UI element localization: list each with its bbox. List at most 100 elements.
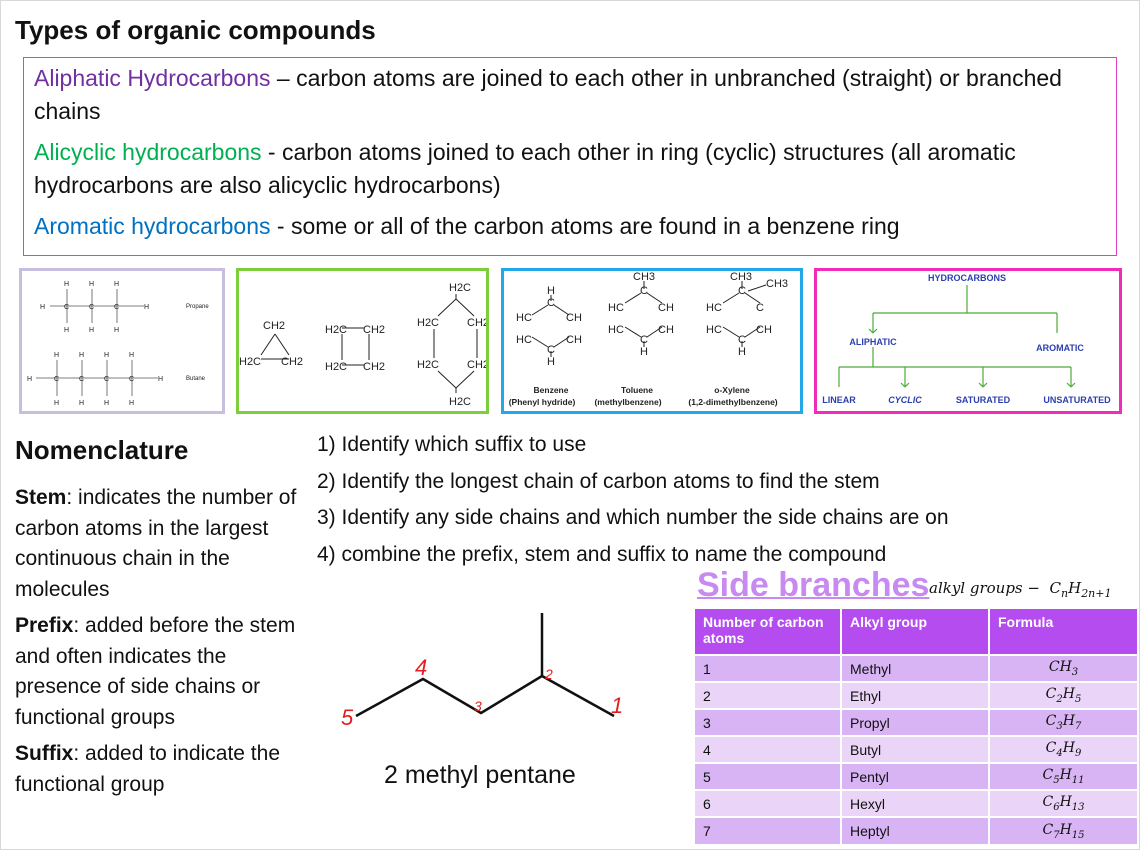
xylene-name: o-Xylene — [714, 385, 750, 395]
atom-label: C — [64, 304, 69, 311]
atom-label: H — [114, 281, 119, 288]
aromatics-panel: H C HC CH HC CH C H CH3 C HC CH HC CH C … — [501, 268, 803, 414]
classification-tree-panel: HYDROCARBONS ALIPHATIC AROMATIC LINEAR C… — [814, 268, 1122, 414]
tree-saturated-label: SATURATED — [956, 395, 1011, 405]
aromatics-diagram: H C HC CH HC CH C H CH3 C HC CH HC CH C … — [509, 271, 788, 407]
atom-label: C — [547, 344, 555, 356]
atom-label: H — [114, 327, 119, 334]
ring-label: H2C — [449, 282, 471, 294]
naming-step: 2) Identify the longest chain of carbon … — [317, 469, 880, 493]
alicyclic-term: Alicyclic hydrocarbons — [34, 139, 262, 165]
suffix-text: : added to indicate the functional group — [15, 742, 281, 796]
alicyclic-text: - carbon atoms joined to each other in r… — [34, 139, 1016, 198]
naming-step: 4) combine the prefix, stem and suffix t… — [317, 542, 887, 566]
atom-label: H — [129, 352, 134, 359]
ring-label: CH2 — [363, 361, 385, 373]
aromatic-text: - some or all of the carbon atoms are fo… — [270, 213, 900, 239]
atom-label: CH — [658, 324, 674, 336]
compound-name: 2 methyl pentane — [384, 761, 576, 789]
stem-text: : indicates the number of carbon atoms i… — [15, 486, 297, 601]
ring-label: H2C — [449, 396, 471, 408]
xylene-subname: (1,2-dimethylbenzene) — [688, 397, 777, 407]
atom-label: H — [104, 400, 109, 407]
atom-label: C — [54, 376, 59, 383]
atom-label: CH — [756, 324, 772, 336]
atom-label: HC — [706, 324, 722, 336]
atom-label: CH3 — [730, 271, 752, 283]
atom-label: C — [738, 285, 746, 297]
toluene-name: Toluene — [621, 385, 653, 395]
tree-root-label: HYDROCARBONS — [928, 273, 1006, 283]
tree-unsaturated-label: UNSATURATED — [1043, 395, 1111, 405]
carbon-chain — [355, 674, 615, 718]
prefix-definition: Prefix: added before the stem and often … — [15, 611, 305, 733]
toluene-subname: (methylbenzene) — [594, 397, 661, 407]
side-branches-title: Side branches — [697, 566, 930, 604]
atom-label: HC — [516, 312, 532, 324]
carbon-number: 5 — [341, 705, 354, 730]
carbon-number: 1 — [611, 693, 623, 718]
ring-label: H2C — [417, 359, 439, 371]
atom-label: H — [640, 346, 648, 358]
atom-label: C — [640, 285, 648, 297]
atom-label: CH3 — [633, 271, 655, 283]
atom-label: H — [547, 356, 555, 368]
aliphatic-term: Aliphatic Hydrocarbons — [34, 65, 271, 91]
atom-label: H — [79, 400, 84, 407]
naming-step: 3) Identify any side chains and which nu… — [317, 506, 949, 529]
atom-label: HC — [516, 334, 532, 346]
benzene-name: Benzene — [534, 385, 569, 395]
atom-label: HC — [706, 302, 722, 314]
atom-label: HC — [608, 302, 624, 314]
prefix-text: : added before the stem and often indica… — [15, 614, 296, 729]
atom-label: C — [104, 376, 109, 383]
stem-term: Stem — [15, 486, 67, 509]
naming-steps: 1) Identify which suffix to use 2) Ident… — [317, 427, 949, 573]
alkyl-formula-label: alkyl groups − — [929, 579, 1040, 597]
classification-tree-diagram: HYDROCARBONS ALIPHATIC AROMATIC LINEAR C… — [822, 273, 1111, 405]
atom-label: C — [547, 297, 555, 309]
nomenclature-definitions: Stem: indicates the number of carbon ato… — [15, 483, 305, 806]
atom-label: H — [104, 352, 109, 359]
ring-label: H2C — [417, 317, 439, 329]
page-title: Types of organic compounds — [15, 15, 376, 45]
atom-label: C — [89, 304, 94, 311]
ring-label: CH2 — [467, 359, 486, 371]
alicyclic-definition: Alicyclic hydrocarbons - carbon atoms jo… — [34, 136, 1106, 202]
cycloalkanes-panel: CH2 H2C CH2 H2C CH2 H2C CH2 H2C H2C CH2 … — [236, 268, 489, 414]
atom-label: H — [54, 400, 59, 407]
atom-label: H — [79, 352, 84, 359]
ring-label: CH2 — [263, 320, 285, 332]
carbon-number: 3 — [474, 698, 482, 714]
ring-label: H2C — [239, 356, 261, 368]
cycloalkanes-diagram: CH2 H2C CH2 H2C CH2 H2C CH2 H2C H2C CH2 … — [239, 282, 486, 408]
skeletal-structure: 5 4 3 2 1 — [341, 613, 623, 730]
atom-label: C — [738, 334, 746, 346]
aromatic-definition: Aromatic hydrocarbons - some or all of t… — [34, 210, 1106, 243]
tree-aliphatic-label: ALIPHATIC — [849, 337, 897, 347]
ring-label: CH2 — [281, 356, 303, 368]
column-header: Number of carbon atoms — [695, 609, 842, 655]
atom-label: C — [756, 302, 764, 314]
carbon-number: 2 — [544, 666, 553, 682]
atom-label: H — [40, 304, 45, 311]
atom-label: H — [64, 327, 69, 334]
aliphatic-definition: Aliphatic Hydrocarbons – carbon atoms ar… — [34, 62, 1106, 128]
tree-linear-label: LINEAR — [822, 395, 856, 405]
benzene-subname: (Phenyl hydride) — [509, 397, 576, 407]
atom-label: H — [144, 304, 149, 311]
atom-label: H — [738, 346, 746, 358]
atom-label: CH — [566, 312, 582, 324]
atom-label: H — [54, 352, 59, 359]
butane-label: Butane — [186, 376, 206, 382]
atom-label: CH3 — [766, 278, 788, 290]
definitions-box: Aliphatic Hydrocarbons – carbon atoms ar… — [23, 57, 1117, 256]
ring-label: H2C — [325, 324, 347, 336]
